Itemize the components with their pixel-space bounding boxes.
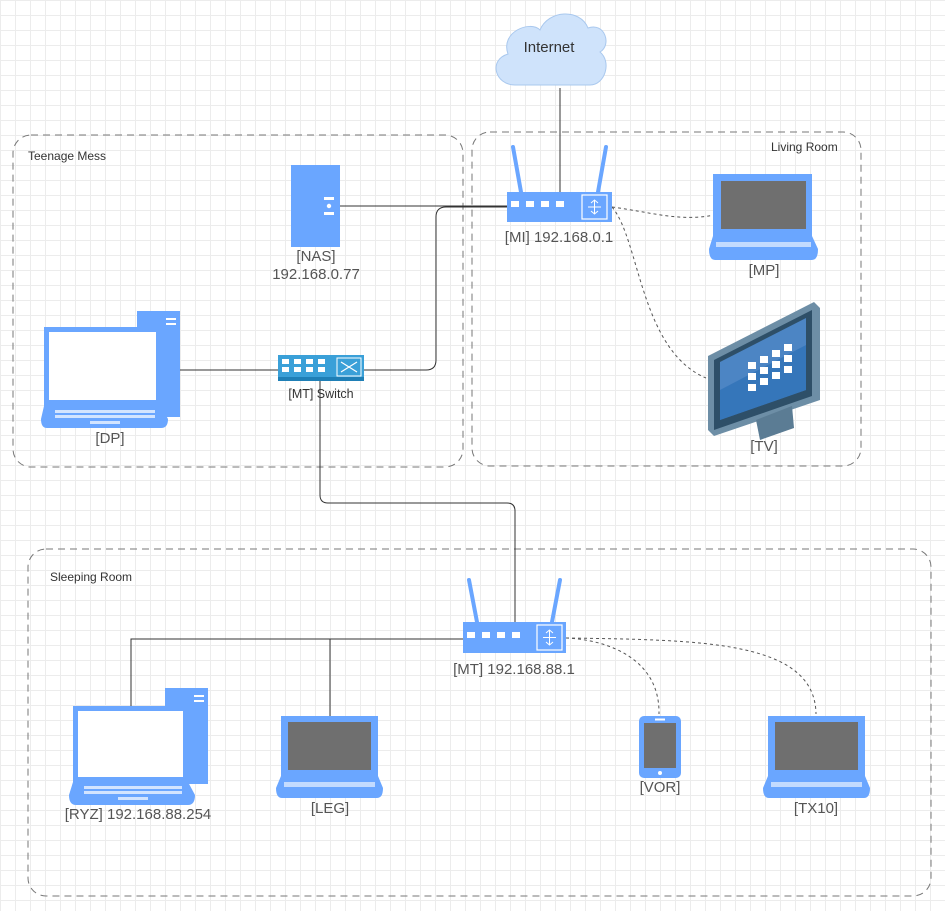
zone-label-teenage-mess: Teenage Mess — [28, 149, 106, 163]
desktop-dp[interactable] — [41, 311, 180, 428]
router-mt-label: [MT] 192.168.88.1 — [453, 661, 575, 678]
tablet-icon — [639, 716, 681, 778]
wifi-router-icon — [463, 578, 566, 653]
laptop-icon — [763, 716, 870, 798]
switch-mt[interactable] — [278, 355, 364, 381]
wire-switch-router-mt — [319, 380, 516, 622]
leg-label: [LEG] — [311, 800, 349, 817]
wifi-link-vor — [565, 637, 660, 715]
laptop-leg[interactable] — [276, 716, 383, 798]
switch-label: [MT] Switch — [288, 387, 353, 401]
cloud-label: Internet — [524, 39, 576, 56]
laptop-mp[interactable] — [709, 174, 818, 260]
tv-label: [TV] — [750, 438, 778, 455]
desktop-ryz[interactable] — [69, 688, 208, 805]
router-mt[interactable] — [463, 578, 566, 653]
mp-label: [MP] — [749, 262, 780, 279]
network-switch-icon — [278, 355, 364, 381]
desktop-pc-icon — [41, 311, 180, 428]
router-main[interactable] — [507, 145, 612, 222]
vor-label: [VOR] — [640, 779, 681, 796]
server-icon — [291, 165, 340, 247]
nas-server[interactable] — [291, 165, 340, 247]
wifi-link-mp — [611, 206, 715, 218]
router-main-label: [MI] 192.168.0.1 — [505, 229, 613, 246]
zone-label-living-room: Living Room — [771, 140, 838, 154]
wifi-link-tv — [611, 206, 707, 379]
tx10-label: [TX10] — [794, 800, 838, 817]
tablet-vor[interactable] — [639, 716, 681, 778]
cloud-icon — [495, 13, 607, 86]
wire-switch-router — [362, 206, 507, 371]
wire-ryz-router-mt — [130, 638, 463, 707]
monitor-icon — [708, 302, 820, 440]
nas-label-ip: 192.168.0.77 — [272, 266, 360, 283]
desktop-pc-icon — [69, 688, 208, 805]
laptop-icon — [709, 174, 818, 260]
ryz-label: [RYZ] 192.168.88.254 — [65, 806, 212, 823]
zone-living-room — [471, 131, 862, 467]
zone-sleeping-room — [27, 548, 932, 897]
zone-teenage-mess — [12, 134, 464, 468]
zone-label-sleeping-room: Sleeping Room — [50, 570, 132, 584]
laptop-tx10[interactable] — [763, 716, 870, 798]
nas-label-name: [NAS] — [296, 248, 335, 265]
tv-device[interactable] — [708, 302, 820, 440]
dp-label: [DP] — [95, 430, 124, 447]
wifi-link-tx10 — [565, 637, 817, 715]
wifi-router-icon — [507, 145, 612, 222]
laptop-icon — [276, 716, 383, 798]
